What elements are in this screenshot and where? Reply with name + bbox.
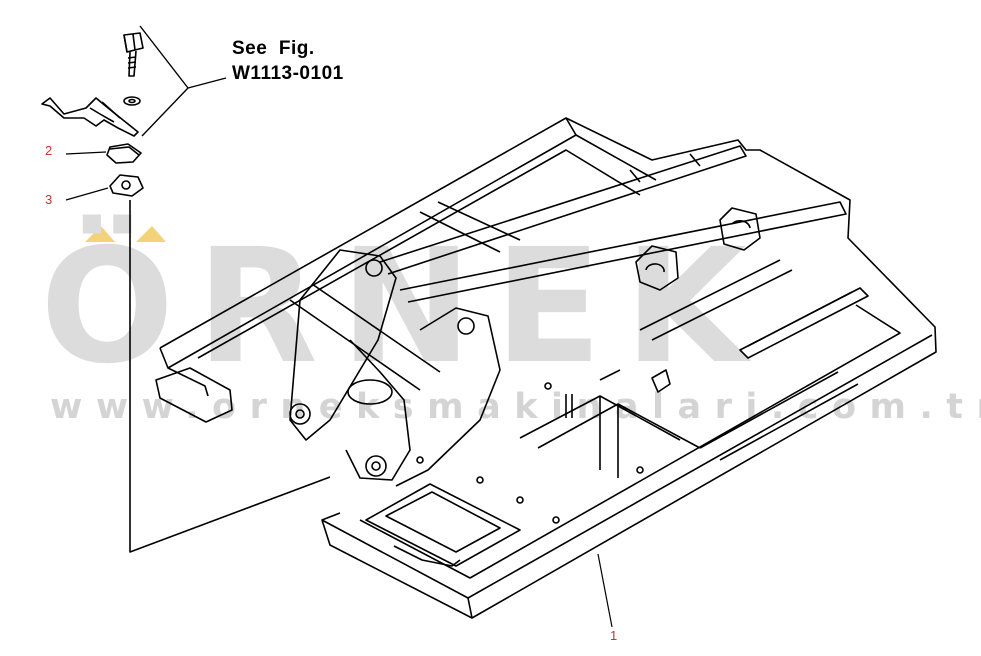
bracket-part xyxy=(41,97,139,137)
callout-3: 3 xyxy=(45,192,53,207)
bolt-part xyxy=(123,32,144,77)
watermark-brand: ÖRNEK xyxy=(40,215,769,399)
plate-part xyxy=(109,174,144,197)
callout-2: 2 xyxy=(45,143,53,158)
cover-part xyxy=(106,143,142,164)
callout-1: 1 xyxy=(610,628,618,643)
main-frame xyxy=(155,117,937,619)
washer-part xyxy=(123,96,141,106)
reference-line-2: W1113-0101 xyxy=(232,63,344,84)
reference-line-1: See Fig. xyxy=(232,38,315,59)
reference-figure-label: See Fig. W1113-0101 xyxy=(232,36,344,86)
watermark-url: www.orneksmakinalari.com.tr xyxy=(50,387,981,427)
